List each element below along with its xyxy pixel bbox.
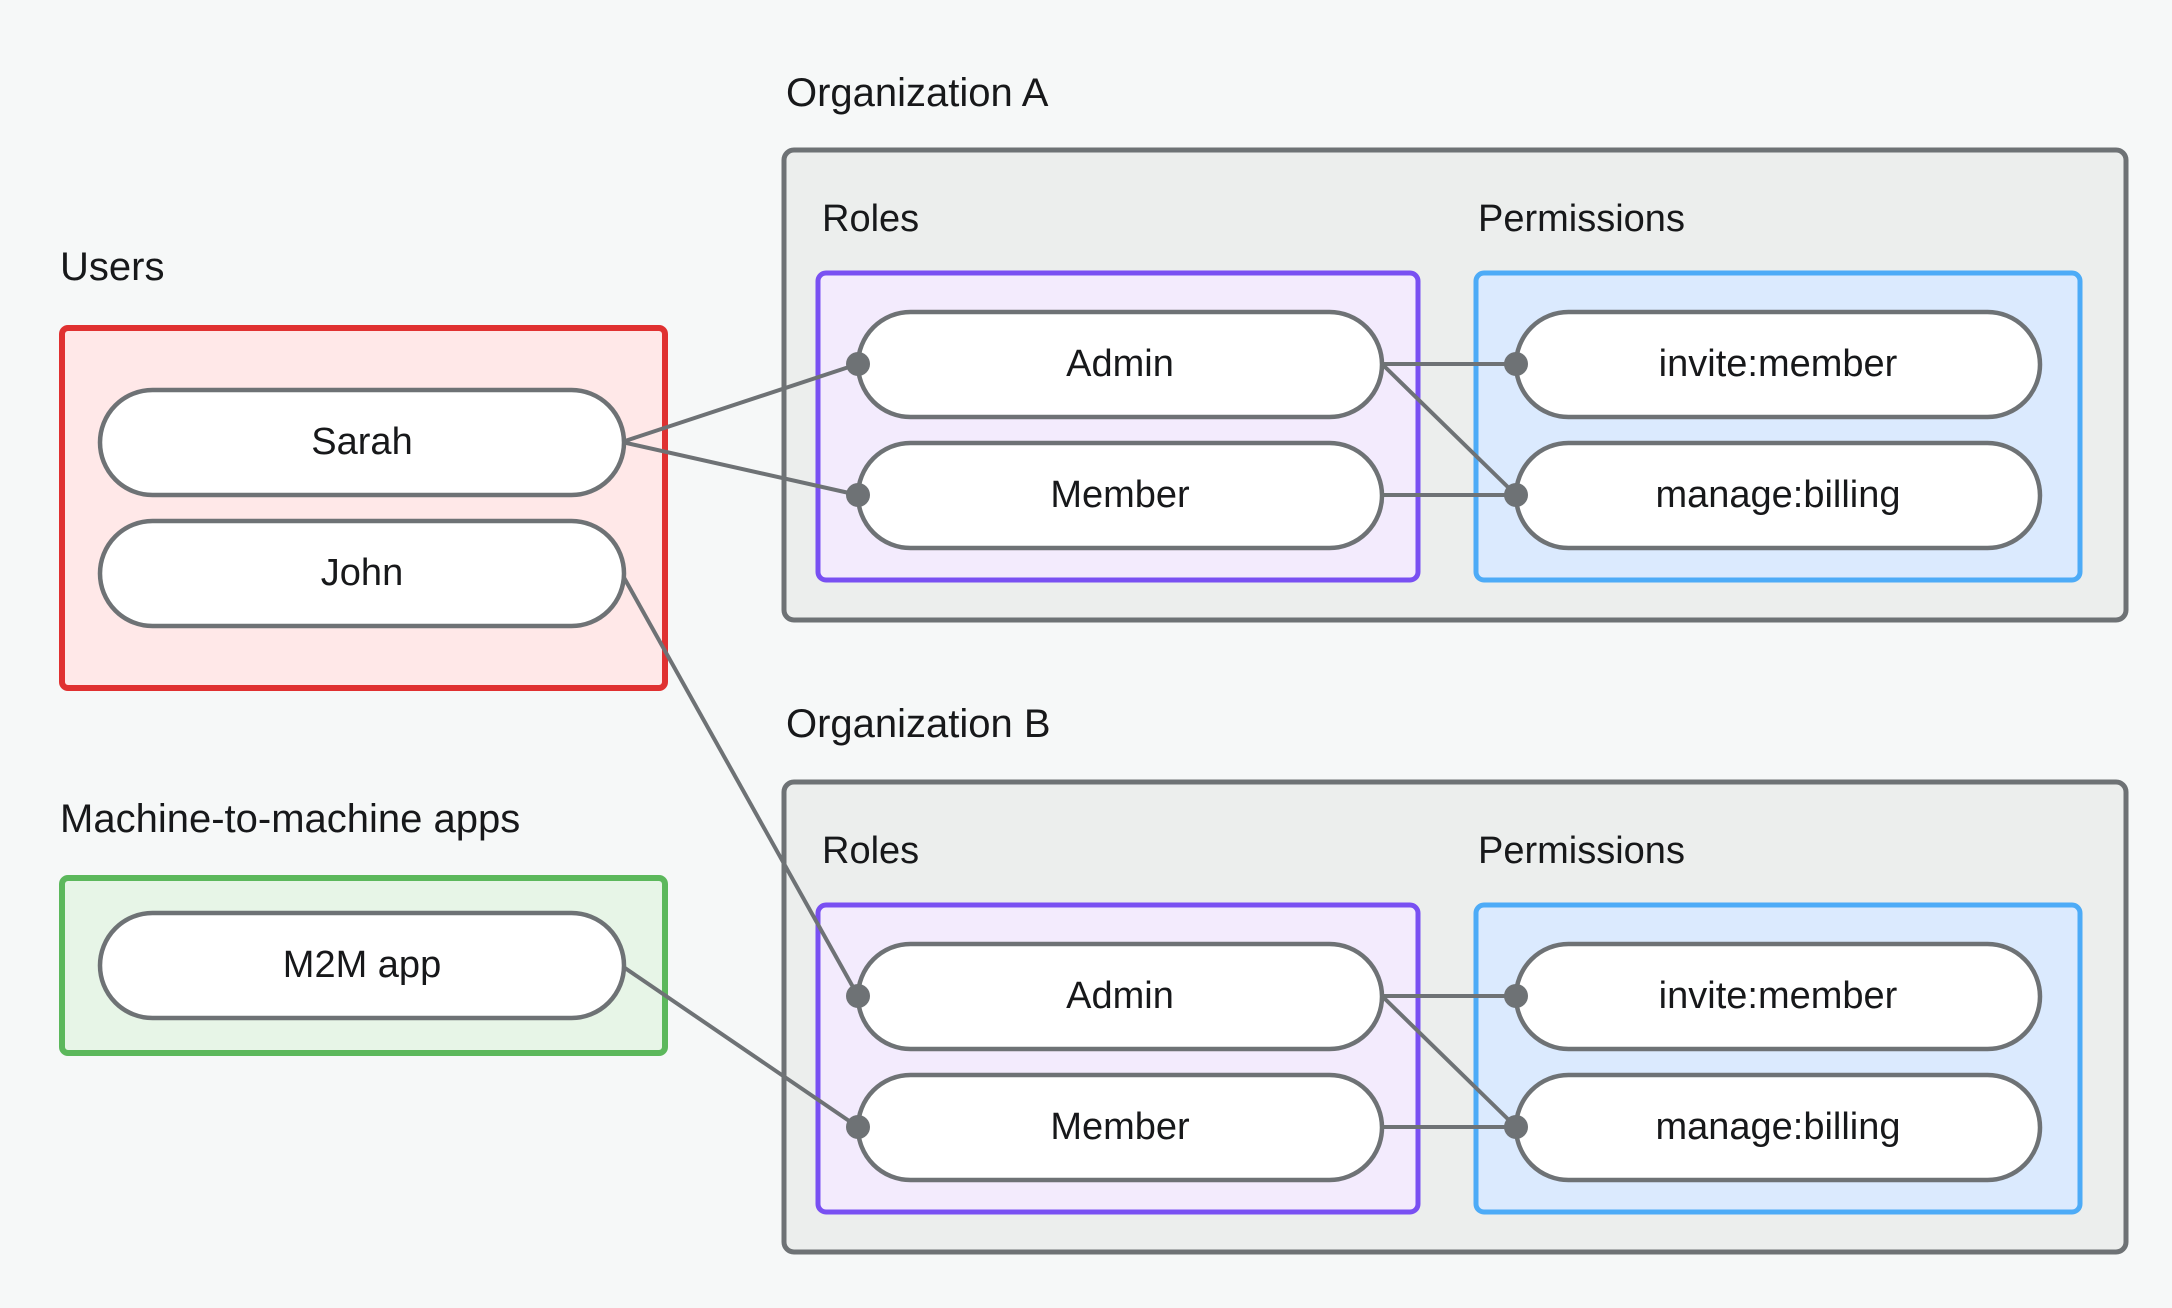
edge-dot-orgA-member [846,483,870,507]
orgB-permission-pill-invite-member-label: invite:member [1659,975,1898,1017]
user-pill-sarah[interactable]: Sarah [97,387,627,498]
organization-a-title: Organization A [786,71,1049,115]
edge-orgB-admin-to-billing [1380,994,1518,1129]
orgB-role-pill-admin-label: Admin [1066,975,1174,1017]
orgB-role-pill-admin[interactable]: Admin [855,941,1385,1052]
orgA-permission-pill-manage-billing-label: manage:billing [1655,474,1900,516]
organization-b-permissions-heading: Permissions [1478,830,1685,872]
edge-dot-orgB-member [846,1115,870,1139]
edge-sarah-to-orgA-admin [621,362,859,444]
edge-dot-orgB-invite-member [1504,984,1528,1008]
edge-orgA-admin-to-billing [1380,362,1518,497]
orgB-role-pill-member[interactable]: Member [855,1072,1385,1183]
orgA-role-pill-admin-label: Admin [1066,343,1174,385]
orgB-permission-pill-manage-billing-label: manage:billing [1655,1106,1900,1148]
user-pill-john-label: John [321,552,403,594]
orgA-permission-pill-manage-billing[interactable]: manage:billing [1513,440,2043,551]
orgA-role-pill-member[interactable]: Member [855,440,1385,551]
edge-dot-orgA-invite-member [1504,352,1528,376]
user-pill-john[interactable]: John [97,518,627,629]
edge-dot-orgA-manage-billing [1504,483,1528,507]
users-title: Users [60,245,164,289]
edge-dot-orgA-admin [846,352,870,376]
user-pill-sarah-label: Sarah [311,421,412,463]
edge-john-to-orgB-admin [620,573,860,997]
users-box [59,325,668,691]
orgA-role-pill-admin[interactable]: Admin [855,309,1385,420]
orgA-role-pill-member-label: Member [1050,474,1190,516]
m2m-pill-app-label: M2M app [283,944,441,986]
edge-m2m-to-orgB-member [620,964,860,1129]
m2m-pill-app[interactable]: M2M app [97,910,627,1021]
orgB-permission-pill-manage-billing[interactable]: manage:billing [1513,1072,2043,1183]
organization-a-permissions-heading: Permissions [1478,198,1685,240]
organization-a-roles-heading: Roles [822,198,919,240]
edge-sarah-to-orgA-member [621,440,859,497]
orgB-permission-pill-invite-member[interactable]: invite:member [1513,941,2043,1052]
orgA-permission-pill-invite-member[interactable]: invite:member [1513,309,2043,420]
edge-endpoint-dots [846,352,1528,1139]
orgA-permission-pill-invite-member-label: invite:member [1659,343,1898,385]
edge-layer [620,362,1518,1129]
organization-b-roles-heading: Roles [822,830,919,872]
orgB-role-pill-member-label: Member [1050,1106,1190,1148]
edge-dot-orgB-manage-billing [1504,1115,1528,1139]
edge-dot-orgB-admin [846,984,870,1008]
organization-b-title: Organization B [786,702,1051,746]
m2m-title: Machine-to-machine apps [60,797,520,841]
